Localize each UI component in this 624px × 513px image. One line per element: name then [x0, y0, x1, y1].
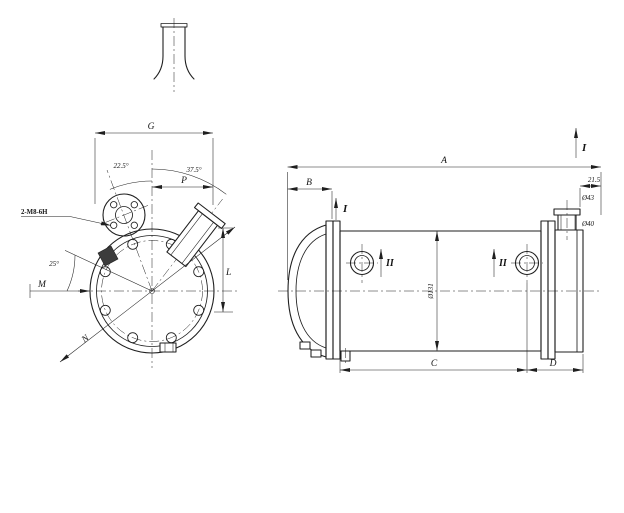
left-port-inner-circle	[354, 255, 370, 271]
port-tapped-hole	[110, 221, 118, 229]
port-tapped-hole	[110, 201, 118, 209]
side-view: I I II II A B 21.5 Ø43 Ø40 Ø131 C D	[278, 128, 602, 373]
angle-label-side: 25°	[49, 260, 59, 268]
nozzle-body	[557, 214, 577, 231]
bottom-lug-lines	[164, 343, 174, 352]
head-drain-plug	[299, 341, 311, 350]
outlet-pipe-left-edge	[153, 26, 164, 80]
dim-label-p: P	[180, 176, 187, 186]
port-cross-centerline	[99, 205, 149, 225]
bottom-lug	[159, 342, 177, 353]
left-tube-sheet	[332, 220, 341, 360]
dim-a-extension-lines	[287, 172, 602, 280]
nozzle-inner-dia-label: Ø40	[581, 220, 595, 228]
dim-g-extension-lines	[94, 138, 214, 205]
left-head	[287, 224, 327, 358]
port-flange-bore-circle	[115, 206, 133, 224]
outlet-pipe-right-edge	[184, 26, 195, 80]
bolt-hole	[99, 304, 111, 316]
dim-n-line	[59, 226, 236, 363]
angle-label-nozzle: 37.5°	[185, 166, 201, 174]
port-tapped-hole	[130, 221, 138, 229]
dim-label-c: C	[431, 359, 438, 369]
front-view: G P 22.5° 37.5° 2-M8-6H 25° M N L	[21, 18, 238, 368]
dim-label-m: M	[37, 280, 47, 290]
nozzle-outer-dia-label: Ø43	[581, 194, 595, 202]
dim-label-21: 21.5	[588, 176, 601, 184]
head-drain-plug	[310, 349, 322, 358]
dim-l-extension-lines	[214, 227, 233, 313]
left-flange-plate	[325, 220, 334, 360]
right-port-outer-circle	[514, 250, 540, 276]
section-i-label-top: I	[581, 142, 587, 154]
dim-label-g: G	[148, 122, 155, 132]
left-head-inner-line	[295, 233, 327, 349]
section-ii-label-right: II	[498, 258, 508, 269]
right-port-centerlines	[511, 244, 543, 283]
bolt-hole	[99, 266, 111, 278]
section-ii-label-left: II	[385, 258, 395, 269]
dim-label-b: B	[306, 178, 312, 188]
thread-callout-leader	[69, 216, 112, 226]
dim-label-l: L	[225, 268, 231, 278]
angle-nozzle-arc	[151, 168, 227, 195]
left-port-outer-circle	[349, 250, 375, 276]
right-port-inner-circle	[519, 255, 535, 271]
shell-dia-label: Ø131	[427, 283, 435, 300]
port-tapped-hole	[130, 201, 138, 209]
angle-label-port: 22.5°	[113, 162, 128, 170]
left-port-centerlines	[346, 244, 378, 283]
angle-side-arc	[66, 255, 76, 292]
right-tube-sheet	[540, 220, 549, 360]
right-flange-plate	[547, 220, 556, 360]
thread-callout-label: 2-M8-6H	[21, 209, 48, 216]
nozzle-bore-lines	[560, 215, 576, 230]
section-i-label-left: I	[342, 203, 348, 215]
dim-label-n: N	[79, 333, 91, 346]
rib-section-hatch	[97, 245, 119, 267]
angled-nozzle-flange	[193, 202, 226, 229]
angle-port-arc	[109, 180, 153, 190]
dim-label-a: A	[440, 156, 447, 166]
dim-label-d: D	[549, 359, 557, 369]
